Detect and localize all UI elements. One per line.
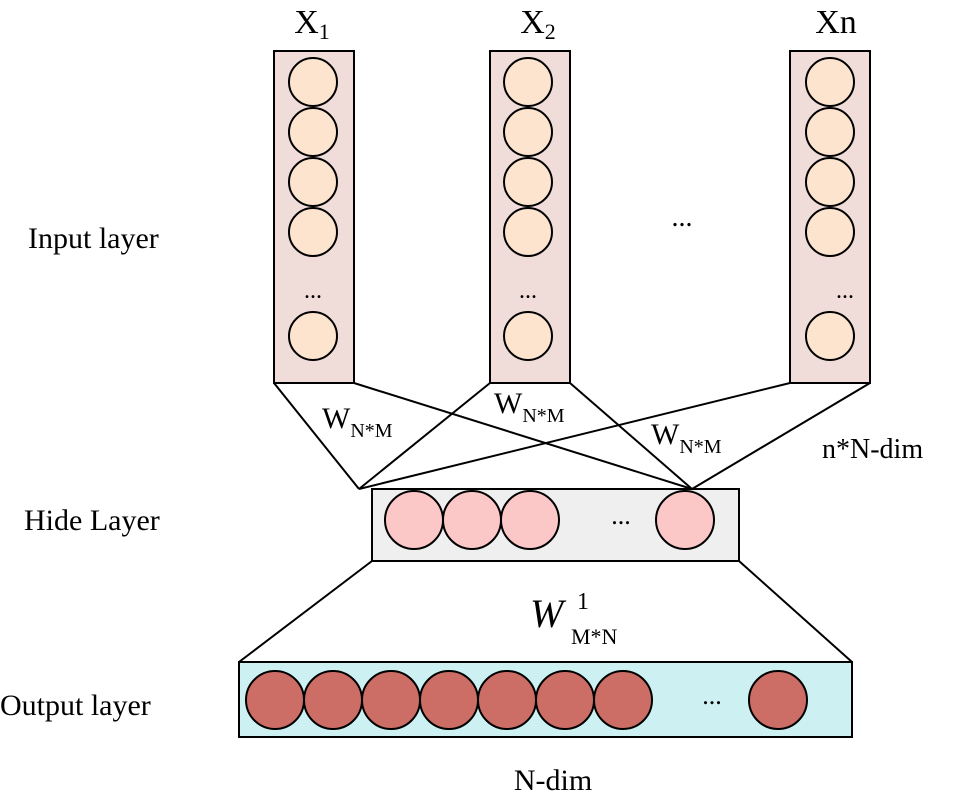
weight-label-3: WN*M	[651, 418, 722, 458]
input-neuron	[503, 57, 553, 107]
input-column-n: ...	[789, 50, 871, 384]
output-neuron	[303, 670, 363, 730]
input-neuron	[288, 157, 338, 207]
connection-line	[358, 382, 491, 490]
input-neuron	[805, 207, 855, 257]
input-neuron	[503, 311, 553, 361]
hidden-neuron	[500, 490, 560, 550]
input-between-ellipsis: ...	[672, 202, 693, 233]
input-neurons	[288, 57, 338, 361]
output-ellipsis: ...	[702, 681, 722, 710]
input-neurons	[805, 57, 855, 361]
hidden-layer-label: Hide Layer	[24, 504, 160, 537]
output-neuron	[477, 670, 537, 730]
output-neuron	[748, 670, 808, 730]
connection-line	[353, 382, 693, 490]
input-hidden-connections	[273, 382, 871, 490]
input-layer-label: Input layer	[28, 222, 159, 255]
input-neuron	[805, 311, 855, 361]
connection-line	[358, 382, 791, 490]
weight-label-2: WN*M	[494, 387, 565, 427]
connection-line	[738, 560, 853, 663]
input-neuron	[503, 157, 553, 207]
connection-line	[691, 382, 871, 490]
input-label-x1: X1	[294, 4, 330, 44]
output-layer: ...	[238, 661, 853, 738]
output-weight-sub: M*N	[571, 624, 618, 649]
output-neuron	[245, 670, 305, 730]
input-column-1: ...	[273, 50, 355, 384]
input-label-x2: X2	[520, 4, 556, 44]
connection-line	[569, 382, 693, 490]
hidden-neuron	[655, 490, 715, 550]
output-neuron	[419, 670, 479, 730]
output-neuron	[361, 670, 421, 730]
output-dim-label: N-dim	[514, 764, 592, 797]
input-column-ellipsis: ...	[836, 278, 854, 304]
input-neuron	[288, 57, 338, 107]
hidden-layer: ...	[371, 488, 740, 562]
output-weight-sup: 1	[577, 589, 589, 615]
hidden-neurons	[384, 490, 715, 550]
input-column-2: ...	[489, 50, 571, 384]
input-neurons	[503, 57, 553, 361]
output-weight-label: W	[530, 591, 567, 636]
output-neuron	[535, 670, 595, 730]
hidden-neuron	[442, 490, 502, 550]
input-neuron	[805, 57, 855, 107]
input-neuron	[288, 207, 338, 257]
input-neuron	[288, 311, 338, 361]
connection-line	[238, 560, 373, 663]
input-neuron	[805, 157, 855, 207]
input-neuron	[503, 107, 553, 157]
input-neuron	[503, 207, 553, 257]
input-neuron	[805, 107, 855, 157]
hidden-neuron	[384, 490, 444, 550]
input-neuron	[288, 107, 338, 157]
output-layer-label: Output layer	[0, 689, 151, 722]
connection-line	[273, 382, 360, 490]
output-neuron	[593, 670, 653, 730]
weight-label-1: WN*M	[322, 402, 393, 442]
hidden-output-connections	[238, 560, 853, 663]
input-label-xn: Xn	[815, 4, 857, 41]
input-column-ellipsis: ...	[519, 278, 537, 304]
input-column-ellipsis: ...	[304, 278, 322, 304]
input-dim-label: n*N-dim	[822, 434, 923, 465]
hidden-ellipsis: ...	[611, 501, 631, 530]
output-neurons	[245, 670, 808, 730]
